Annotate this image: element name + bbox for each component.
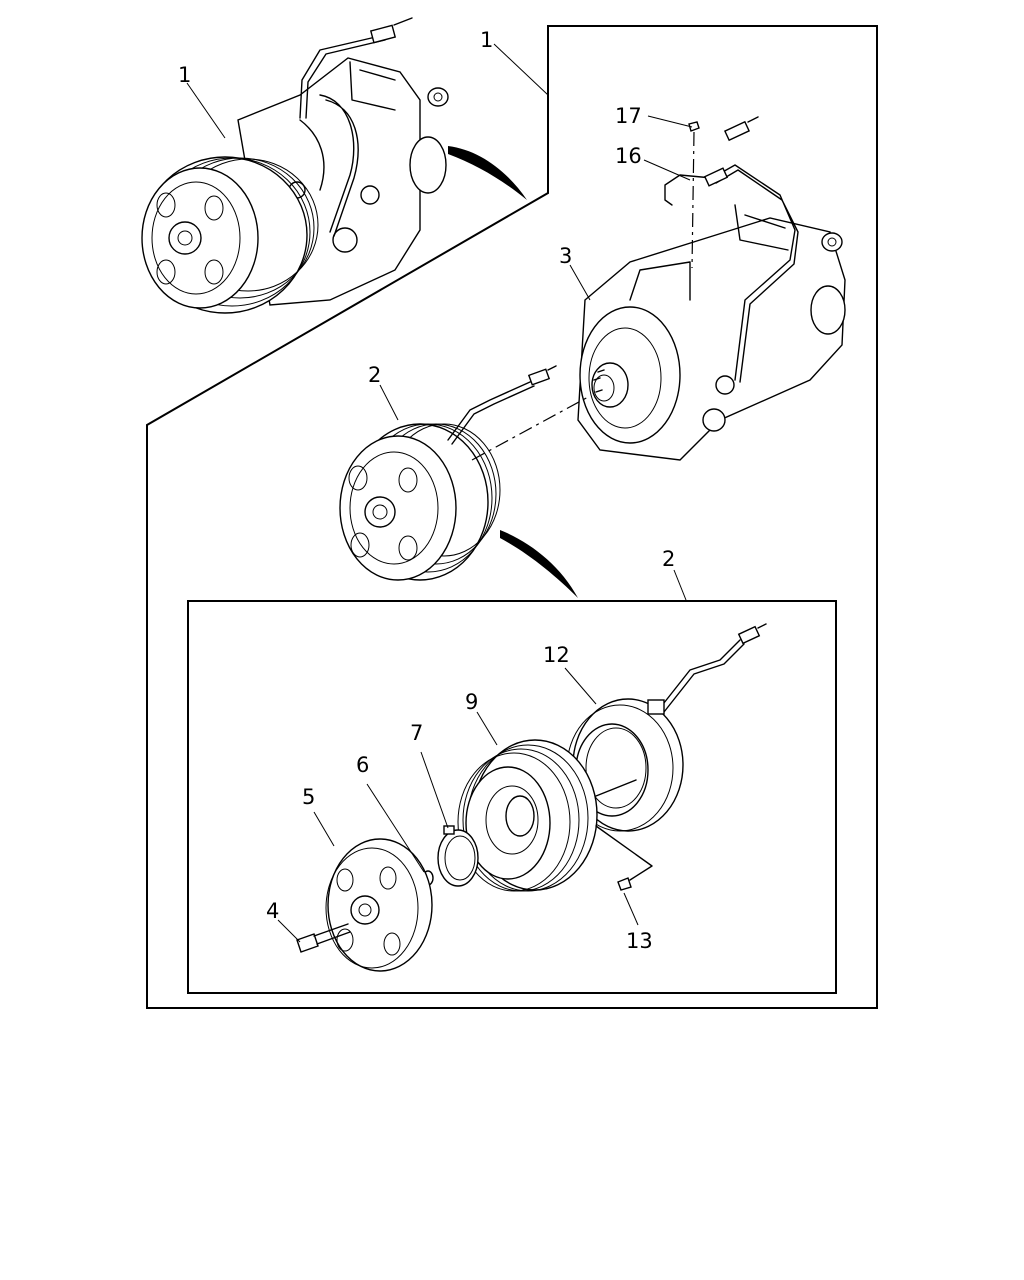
callout-3: 3 xyxy=(559,244,572,268)
callout-12: 12 xyxy=(543,643,570,667)
curved-arrow-icon xyxy=(448,146,527,200)
shaft-centerline xyxy=(471,395,591,461)
pulley-illustration xyxy=(457,739,598,892)
callout-9: 9 xyxy=(465,690,478,714)
clutch-assembly-illustration xyxy=(339,365,557,581)
callout-1-left: 1 xyxy=(178,63,191,87)
callout-6: 6 xyxy=(356,753,369,777)
snap-ring-illustration xyxy=(437,825,479,887)
callout-1-right: 1 xyxy=(480,28,493,52)
callout-13: 13 xyxy=(626,929,653,953)
callout-4: 4 xyxy=(266,899,279,923)
coil-illustration xyxy=(566,623,767,832)
callout-2-upper: 2 xyxy=(368,363,381,387)
screw-13-illustration xyxy=(617,877,632,891)
callout-5: 5 xyxy=(302,785,315,809)
assembly-frame xyxy=(146,25,878,1009)
callout-16: 16 xyxy=(615,144,642,168)
screw-17-icon xyxy=(688,121,700,132)
clutch-frame xyxy=(187,600,837,994)
bolt-illustration xyxy=(296,933,319,953)
bolt-shank xyxy=(313,923,351,945)
screw-13-guide xyxy=(595,825,653,881)
compressor-body-illustration xyxy=(577,116,846,461)
compressor-assembly-illustration xyxy=(141,17,449,314)
callout-17: 17 xyxy=(615,104,642,128)
coil-pointer xyxy=(595,779,637,797)
curved-arrow-icon xyxy=(500,530,578,598)
leader-lines xyxy=(186,43,693,943)
callout-2-right: 2 xyxy=(662,547,675,571)
hub-plate-illustration xyxy=(325,838,433,972)
screw-centerline xyxy=(691,131,695,269)
callout-7: 7 xyxy=(410,721,423,745)
